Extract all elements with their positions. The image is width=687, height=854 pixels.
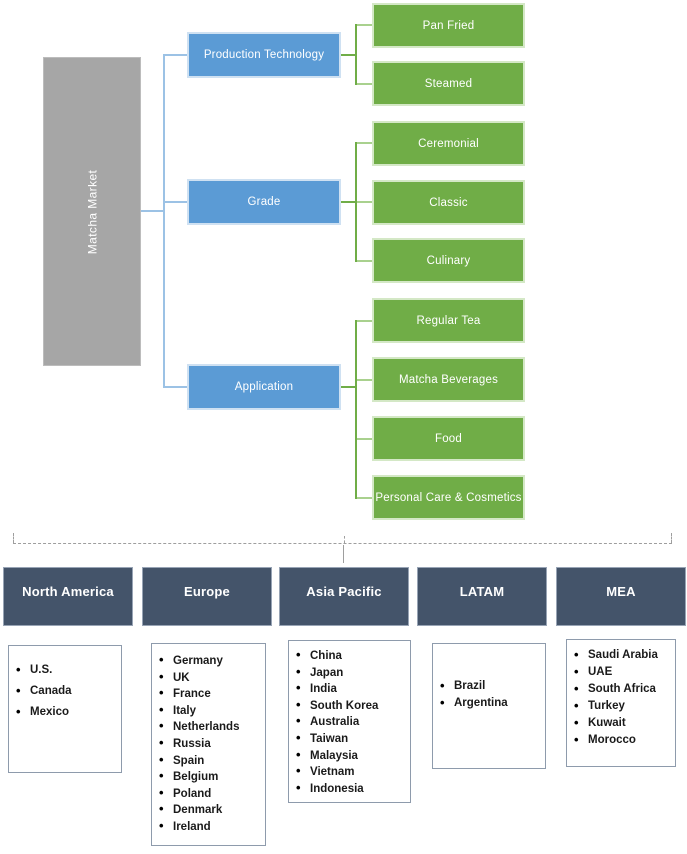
list-item: Indonesia	[289, 780, 410, 798]
list-item: France	[152, 685, 265, 703]
connector-to-regular-tea	[357, 320, 372, 322]
region-label: LATAM	[459, 584, 505, 599]
subsegment-box-steamed: Steamed	[372, 61, 525, 106]
list-item: Canada	[9, 680, 121, 702]
list-item: U.S.	[9, 659, 121, 681]
country-list-asia-pacific: China Japan India South Korea Australia …	[288, 640, 411, 803]
region-header-latam: LATAM	[417, 567, 547, 626]
dashed-separator-left-riser	[13, 533, 14, 543]
list-item: Argentina	[433, 694, 545, 712]
segment-label: Production Technology	[203, 49, 325, 61]
list-item: China	[289, 647, 410, 665]
list-item: South Korea	[289, 697, 410, 715]
connector-stub-production-technology	[165, 54, 187, 56]
connector-to-culinary	[357, 260, 372, 262]
list-item: UAE	[567, 663, 675, 681]
list-item: Belgium	[152, 768, 265, 786]
root-box-label: Matcha Market	[85, 169, 99, 254]
connector-blue-vertical	[163, 54, 165, 388]
connector-from-application	[341, 386, 355, 388]
segment-label: Application	[234, 381, 294, 393]
list-item: Poland	[152, 785, 265, 803]
country-list-mea: Saudi Arabia UAE South Africa Turkey Kuw…	[566, 639, 676, 767]
connector-to-food	[357, 438, 372, 440]
list-item: UK	[152, 669, 265, 687]
region-header-europe: Europe	[142, 567, 272, 626]
region-label: North America	[22, 584, 114, 599]
country-list-latam: Brazil Argentina	[432, 643, 546, 769]
subsegment-box-culinary: Culinary	[372, 238, 525, 283]
connector-stub-grade	[165, 201, 187, 203]
subsegment-box-ceremonial: Ceremonial	[372, 121, 525, 166]
subsegment-label: Pan Fried	[422, 19, 475, 32]
separator-drop-line	[343, 545, 344, 563]
dashed-separator-line	[13, 543, 672, 544]
connector-green-vertical-3	[355, 320, 357, 499]
region-header-mea: MEA	[556, 567, 686, 626]
connector-to-ceremonial	[357, 142, 372, 144]
subsegment-box-matcha-beverages: Matcha Beverages	[372, 357, 525, 402]
list-item: Spain	[152, 752, 265, 770]
connector-root-stub	[141, 210, 163, 212]
list-item: Netherlands	[152, 718, 265, 736]
list-item: Russia	[152, 735, 265, 753]
subsegment-label: Steamed	[424, 77, 473, 90]
connector-to-matcha-beverages	[357, 379, 372, 381]
connector-green-vertical-1	[355, 24, 357, 85]
dashed-separator-right-riser	[671, 533, 672, 543]
connector-to-classic	[357, 201, 372, 203]
segment-box-production-technology: Production Technology	[187, 32, 341, 78]
region-header-asia-pacific: Asia Pacific	[279, 567, 409, 626]
list-item: South Africa	[567, 680, 675, 698]
subsegment-label: Regular Tea	[416, 314, 481, 327]
list-item: Ireland	[152, 818, 265, 836]
list-item: Italy	[152, 702, 265, 720]
subsegment-label: Classic	[429, 196, 468, 209]
segment-box-application: Application	[187, 364, 341, 410]
connector-to-pan-fried	[357, 24, 372, 26]
list-item: Taiwan	[289, 730, 410, 748]
separator-center-tick	[344, 536, 345, 543]
list-item: Australia	[289, 713, 410, 731]
list-item: Brazil	[433, 677, 545, 695]
connector-from-production-technology	[341, 54, 355, 56]
list-item: Turkey	[567, 697, 675, 715]
subsegment-box-food: Food	[372, 416, 525, 461]
list-item: India	[289, 680, 410, 698]
connector-to-personal-care-cosmetics	[357, 497, 372, 499]
region-label: Europe	[184, 584, 230, 599]
subsegment-label: Food	[434, 432, 462, 445]
subsegment-label: Matcha Beverages	[398, 373, 499, 386]
root-box-matcha-market: Matcha Market	[43, 57, 141, 366]
list-item: Malaysia	[289, 747, 410, 765]
subsegment-box-classic: Classic	[372, 180, 525, 225]
subsegment-label: Ceremonial	[418, 137, 479, 150]
segment-box-grade: Grade	[187, 179, 341, 225]
connector-from-grade	[341, 201, 355, 203]
country-list-north-america: U.S. Canada Mexico	[8, 645, 122, 773]
list-item: Vietnam	[289, 763, 410, 781]
subsegment-label: Culinary	[426, 254, 471, 267]
region-label: MEA	[606, 584, 636, 599]
list-item: Denmark	[152, 801, 265, 819]
subsegment-box-regular-tea: Regular Tea	[372, 298, 525, 343]
region-label: Asia Pacific	[306, 584, 382, 599]
subsegment-box-personal-care-cosmetics: Personal Care & Cosmetics	[372, 475, 525, 520]
list-item: Germany	[152, 652, 265, 670]
subsegment-box-pan-fried: Pan Fried	[372, 3, 525, 48]
list-item: Saudi Arabia	[567, 646, 675, 664]
list-item: Japan	[289, 664, 410, 682]
region-header-north-america: North America	[3, 567, 133, 626]
connector-to-steamed	[357, 83, 372, 85]
subsegment-label: Personal Care & Cosmetics	[375, 491, 522, 504]
segment-label: Grade	[247, 196, 281, 208]
connector-stub-application	[165, 386, 187, 388]
list-item: Morocco	[567, 731, 675, 749]
connector-green-vertical-2	[355, 142, 357, 262]
list-item: Mexico	[9, 701, 121, 723]
list-item: Kuwait	[567, 714, 675, 732]
country-list-europe: Germany UK France Italy Netherlands Russ…	[151, 643, 266, 846]
